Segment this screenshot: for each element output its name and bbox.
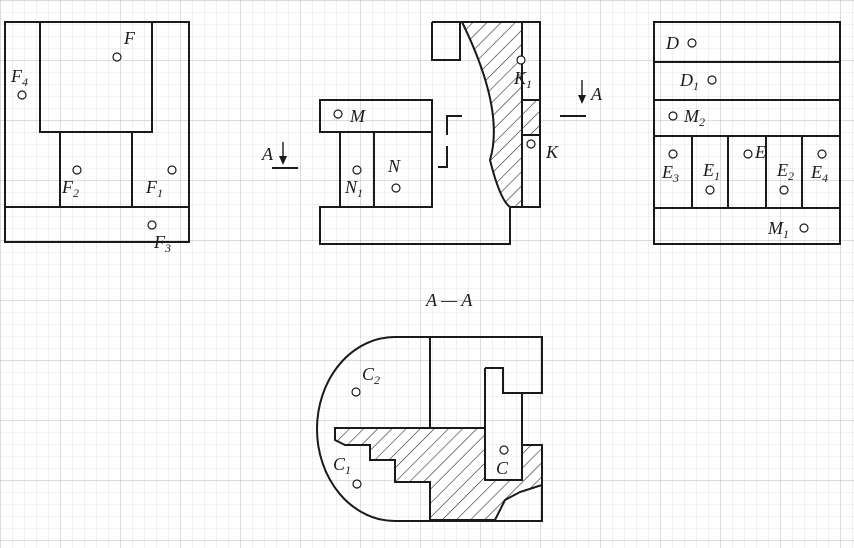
point-K1: [516, 55, 526, 65]
point-E1: [705, 185, 715, 195]
label-F2: F2: [61, 177, 79, 200]
point-F: [112, 52, 122, 62]
label-N: N: [387, 156, 401, 176]
label-K1: K1: [513, 68, 532, 91]
label-E4: E4: [810, 162, 828, 185]
label-E3: E3: [661, 162, 679, 185]
point-M2: [668, 111, 678, 121]
label-M2: M2: [683, 106, 705, 129]
label-F4: F4: [10, 66, 28, 89]
label-M1: M1: [767, 218, 789, 241]
point-N1: [352, 165, 362, 175]
right-view: D D1 M2 E3 E1 E E2 E4 M1: [653, 21, 841, 245]
point-F4: [17, 90, 27, 100]
label-E2: E2: [776, 160, 794, 183]
point-C2: [351, 387, 361, 397]
point-K: [526, 139, 536, 149]
section-view: C2 C1 C: [316, 336, 543, 522]
point-C: [499, 445, 509, 455]
point-D: [687, 38, 697, 48]
label-E: E: [754, 142, 766, 162]
point-F1: [167, 165, 177, 175]
point-E3: [668, 149, 678, 159]
label-F: F: [123, 28, 136, 48]
point-M1: [799, 223, 809, 233]
point-E2: [779, 185, 789, 195]
label-D: D: [665, 33, 679, 53]
label-D1: D1: [679, 70, 699, 93]
point-M: [333, 109, 343, 119]
cut-label-right: A: [590, 84, 603, 104]
label-C1: C1: [333, 454, 351, 477]
middle-view: A A M N1 N K1 K: [261, 21, 603, 245]
point-C1: [352, 479, 362, 489]
point-N: [391, 183, 401, 193]
point-F3: [147, 220, 157, 230]
label-F3: F3: [153, 232, 171, 255]
label-E1: E1: [702, 160, 720, 183]
point-D1: [707, 75, 717, 85]
label-N1: N1: [344, 177, 363, 200]
label-K: K: [545, 142, 559, 162]
label-F1: F1: [145, 177, 163, 200]
label-M: M: [349, 106, 366, 126]
point-E: [743, 149, 753, 159]
label-C: C: [496, 458, 509, 478]
point-E4: [817, 149, 827, 159]
section-title: A — A: [425, 290, 473, 310]
point-F2: [72, 165, 82, 175]
label-C2: C2: [362, 364, 380, 387]
left-view: F F4 F2 F1 F3: [4, 21, 190, 255]
cut-label-left: A: [261, 144, 274, 164]
